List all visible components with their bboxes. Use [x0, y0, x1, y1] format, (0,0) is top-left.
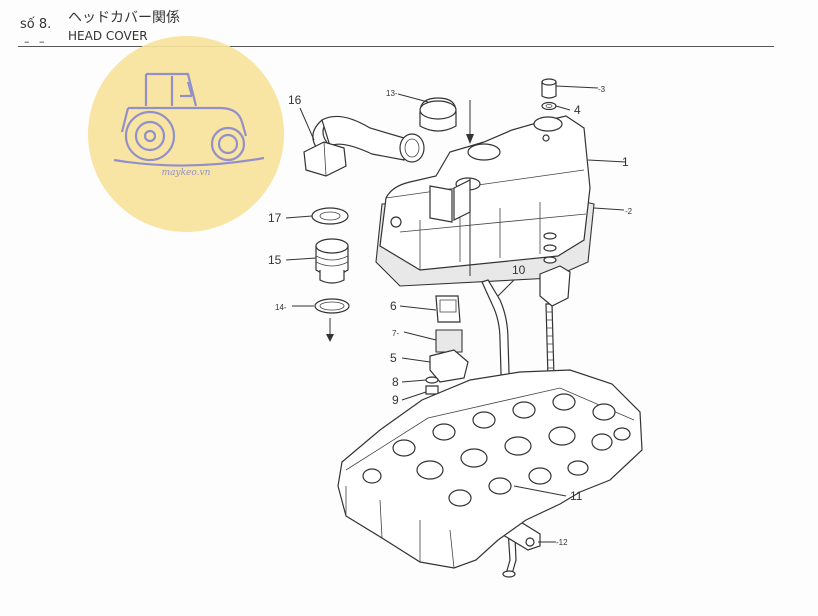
- tractor-icon: [113, 72, 265, 167]
- callout-3: -3: [598, 85, 606, 94]
- cap-nut-3: [541, 78, 557, 99]
- head-ports: [362, 393, 631, 507]
- callout-14: 14-: [275, 303, 287, 312]
- gasket-17: [311, 207, 349, 225]
- section-dash: – –: [24, 35, 48, 48]
- callout-6: 6: [390, 299, 397, 313]
- callout-1: 1: [622, 155, 629, 169]
- callout-15: 15: [268, 253, 282, 267]
- cylinder-head: [337, 369, 643, 569]
- callout-labels: 1 -2 -3 4 5 6 7- 8 9 10 11 -12 13- 14- 1…: [268, 85, 633, 547]
- title-japanese: ヘッドカバー関係: [68, 10, 180, 26]
- leader-lines: [285, 85, 627, 543]
- callout-2: -2: [625, 207, 633, 216]
- head-cover-1: [379, 115, 591, 271]
- clip-assembly: [425, 295, 469, 395]
- dipstick-guide-line: [466, 100, 474, 276]
- callout-17: 17: [268, 211, 282, 225]
- callout-16: 16: [288, 93, 302, 107]
- fitting-15: [315, 238, 349, 284]
- o-ring-14: [314, 298, 350, 342]
- callout-10: 10: [512, 263, 526, 277]
- watermark-logo: maykeo.vn: [88, 36, 284, 232]
- section-number: số 8.: [20, 17, 52, 32]
- callout-5: 5: [390, 351, 397, 365]
- title-english: HEAD COVER: [68, 29, 148, 43]
- callout-11: 11: [570, 489, 583, 503]
- breather-hose: [303, 115, 425, 177]
- callout-8: 8: [392, 375, 399, 389]
- breather-cap: [419, 97, 457, 132]
- callout-12: -12: [556, 538, 568, 547]
- callout-4: 4: [574, 103, 581, 117]
- washer-4: [541, 101, 557, 111]
- header-rule: [18, 46, 774, 47]
- bracket-right: [539, 232, 571, 307]
- callout-13: 13-: [386, 89, 398, 98]
- callout-7: 7-: [392, 329, 399, 338]
- watermark-text: maykeo.vn: [161, 168, 211, 178]
- callout-9: 9: [392, 393, 399, 407]
